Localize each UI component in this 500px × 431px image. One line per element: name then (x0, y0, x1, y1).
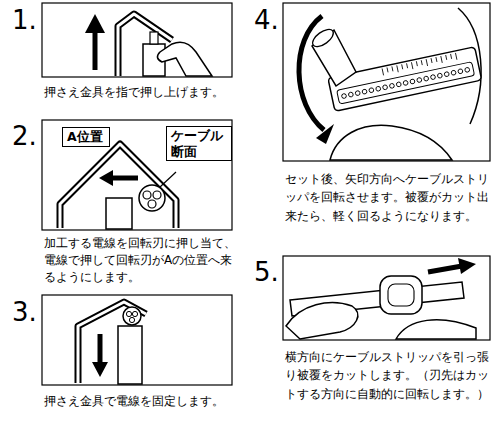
step-number: 5. (254, 258, 279, 287)
cable-section-label-box: ケーブル断面 (166, 126, 232, 161)
step1-illustration (85, 14, 212, 76)
step5-illustration (286, 258, 476, 339)
step-caption: 横方向にケーブルストリッパを引っ張り被覆をカットします。（刃先はカットする方向に… (285, 348, 493, 403)
step4-illustration (299, 8, 482, 160)
box-label: ケーブル断面 (171, 128, 225, 159)
step-caption: 加工する電線を回転刃に押し当て、電線で押して回転刃がAの位置へ来るようにします。 (44, 235, 240, 286)
step-number: 1. (12, 6, 37, 35)
step-number: 3. (12, 298, 37, 327)
position-label-box: A位置 (62, 127, 110, 147)
step-caption: 押さえ金具で電線を固定します。 (44, 393, 234, 410)
step-caption: セット後、矢印方向へケーブルストリッパを回転させます。被覆がカット出来たら、軽く… (285, 170, 493, 225)
step-caption: 押さえ金具を指で押し上げます。 (44, 84, 234, 101)
box-label: A位置 (67, 129, 105, 145)
step-number: 4. (254, 6, 279, 35)
step-number: 2. (12, 122, 37, 151)
step2-illustration (60, 144, 176, 229)
step3-illustration (78, 302, 146, 384)
